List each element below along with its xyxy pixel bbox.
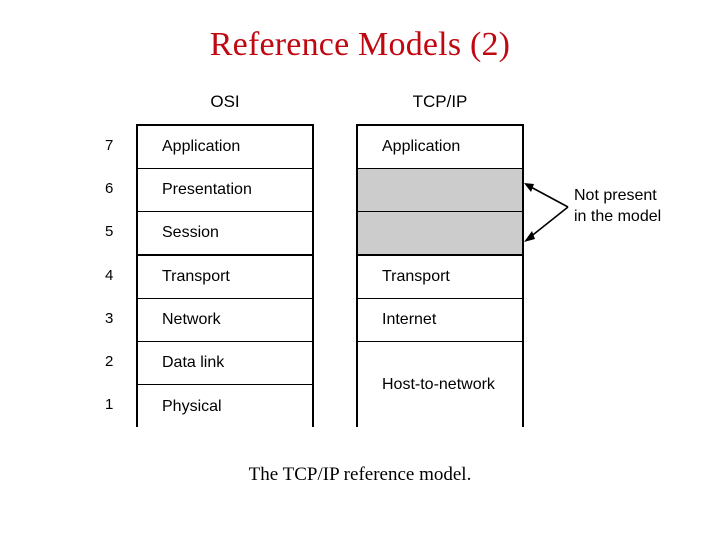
osi-layer-network: Network xyxy=(138,298,312,342)
tcpip-layer-missing-session xyxy=(358,212,522,256)
annotation-line-1: Not present xyxy=(574,187,657,204)
layer-number: 4 xyxy=(105,266,114,284)
tcpip-layer-missing-presentation xyxy=(358,169,522,213)
tcpip-layer-application: Application xyxy=(358,126,522,170)
annotation-line-2: in the model xyxy=(574,208,662,225)
layer-number: 2 xyxy=(105,352,114,370)
tcpip-layer-internet: Internet xyxy=(358,298,522,342)
osi-layer-application: Application xyxy=(138,126,312,170)
layer-number: 5 xyxy=(105,223,114,241)
page-title: Reference Models (2) xyxy=(209,26,511,63)
not-present-arrows-icon xyxy=(524,183,569,242)
tcpip-layer-transport: Transport xyxy=(358,255,522,299)
layer-number: 7 xyxy=(105,137,114,154)
osi-layer-session: Session xyxy=(138,212,312,256)
osi-layer-data-link: Data link xyxy=(138,341,312,386)
figure-caption: The TCP/IP reference model. xyxy=(248,464,472,485)
tcpip-column-header: TCP/IP xyxy=(412,92,468,111)
not-present-annotation: Not present in the model xyxy=(574,185,661,227)
osi-layer-physical: Physical xyxy=(138,385,312,429)
tcpip-layer-stack: Application Transport Internet Host-to-n… xyxy=(356,124,524,429)
layer-number: 6 xyxy=(105,180,114,198)
osi-layer-presentation: Presentation xyxy=(138,169,312,213)
layer-number: 1 xyxy=(105,396,114,414)
osi-layer-number-gutter: 7 6 5 4 3 2 1 xyxy=(105,124,129,427)
layer-number: 3 xyxy=(105,309,114,327)
osi-layer-transport: Transport xyxy=(138,255,312,299)
osi-column-header: OSI xyxy=(210,92,240,111)
osi-layer-stack: Application Presentation Session Transpo… xyxy=(136,124,314,429)
tcpip-layer-host-to-network: Host-to-network xyxy=(358,341,522,429)
